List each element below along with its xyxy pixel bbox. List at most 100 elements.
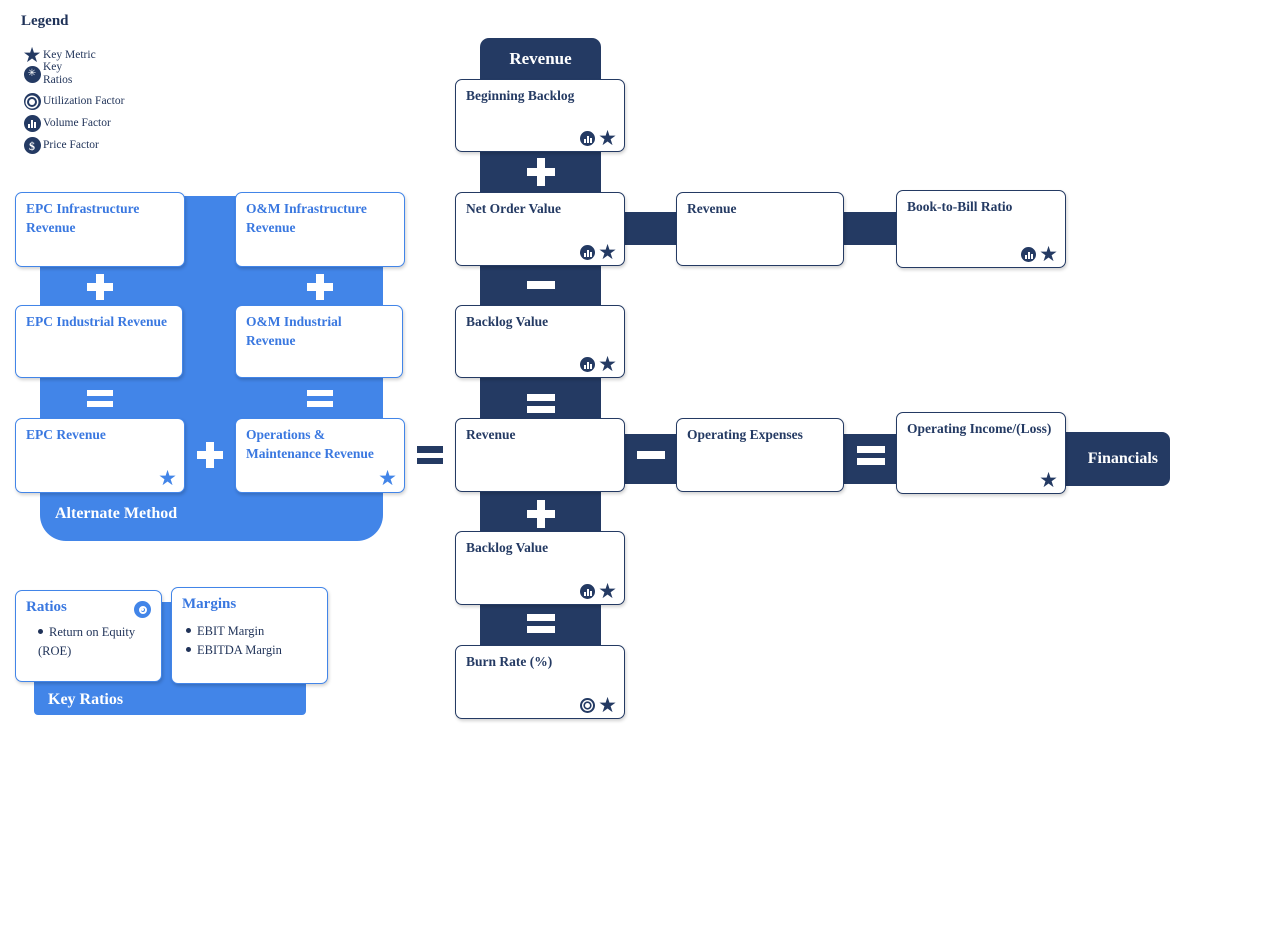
box-label: O&M Infrastructure Revenue xyxy=(246,201,367,235)
utilization-icon xyxy=(21,93,43,110)
card-ratios[interactable]: Ratios Return on Equity (ROE) xyxy=(15,590,162,682)
box-label: Backlog Value xyxy=(466,540,549,555)
list-item: Return on Equity (ROE) xyxy=(38,625,136,658)
box-epc-infrastructure-revenue[interactable]: EPC Infrastructure Revenue xyxy=(15,192,185,267)
legend-item-label: Price Factor xyxy=(43,139,99,151)
key-ratios-label: Key Ratios xyxy=(48,691,124,708)
box-label: O&M Industrial Revenue xyxy=(246,314,342,348)
operator-equals-backlog-revenue xyxy=(527,394,555,413)
box-label: Revenue xyxy=(687,201,737,216)
box-icons: ★ xyxy=(580,695,617,716)
revenue-column-header: Revenue xyxy=(509,49,572,68)
volume-icon xyxy=(1021,247,1037,262)
box-om-infrastructure-revenue[interactable]: O&M Infrastructure Revenue xyxy=(235,192,405,267)
box-epc-industrial-revenue[interactable]: EPC Industrial Revenue xyxy=(15,305,183,378)
operator-equals-epc xyxy=(87,390,113,407)
box-label: EPC Infrastructure Revenue xyxy=(26,201,140,235)
volume-icon xyxy=(580,245,596,260)
utilization-icon xyxy=(580,698,596,713)
legend-item-label: Key Metric xyxy=(43,49,96,61)
list-item: EBIT Margin xyxy=(186,622,321,641)
box-label: Revenue xyxy=(466,427,516,442)
star-icon: ★ xyxy=(598,352,617,376)
box-icons: ★ xyxy=(1039,470,1058,491)
box-label: Backlog Value xyxy=(466,314,549,329)
box-label: EPC Revenue xyxy=(26,427,106,442)
legend-item-label: Volume Factor xyxy=(43,117,111,129)
legend-item-label: Utilization Factor xyxy=(43,95,125,107)
gear-icon xyxy=(134,601,151,618)
box-om-industrial-revenue[interactable]: O&M Industrial Revenue xyxy=(235,305,403,378)
volume-icon xyxy=(580,131,596,146)
star-icon: ★ xyxy=(1039,242,1058,266)
star-icon: ★ xyxy=(22,43,42,67)
box-revenue-booktobill[interactable]: Revenue xyxy=(676,192,844,266)
star-icon: ★ xyxy=(598,579,617,603)
box-icons: ★ xyxy=(580,581,617,602)
margins-list: EBIT Margin EBITDA Margin xyxy=(186,622,321,660)
star-icon: ★ xyxy=(598,240,617,264)
box-backlog-value-1[interactable]: Backlog Value ★ xyxy=(455,305,625,378)
operator-plus-revenue-backlog xyxy=(527,500,555,528)
volume-icon xyxy=(580,357,596,372)
card-margins[interactable]: Margins EBIT Margin EBITDA Margin xyxy=(171,587,328,684)
box-icons: ★ xyxy=(580,242,617,263)
box-label: Operations & Maintenance Revenue xyxy=(246,427,374,461)
box-label: Operating Income/(Loss) xyxy=(907,421,1052,436)
box-operating-income[interactable]: Operating Income/(Loss) ★ xyxy=(896,412,1066,494)
operator-plus-alt-total xyxy=(197,442,223,468)
volume-icon xyxy=(21,115,43,132)
operator-equals-backlog-burnrate xyxy=(527,614,555,633)
operator-plus-epc xyxy=(87,274,113,300)
operator-plus-booktobill xyxy=(640,218,662,240)
legend-item-utilization: Utilization Factor xyxy=(21,93,124,110)
box-backlog-value-2[interactable]: Backlog Value ★ xyxy=(455,531,625,605)
operator-equals-om xyxy=(307,390,333,407)
operator-minus-opex xyxy=(637,451,665,459)
box-icons: ★ xyxy=(378,468,397,489)
legend-item-key-metric: ★ Key Metric xyxy=(21,45,96,66)
price-icon: $ xyxy=(21,137,43,154)
box-icons: ★ xyxy=(580,354,617,375)
box-epc-revenue[interactable]: EPC Revenue ★ xyxy=(15,418,185,493)
box-label: Beginning Backlog xyxy=(466,88,575,103)
box-icons: ★ xyxy=(1021,244,1058,265)
star-icon: ★ xyxy=(1039,468,1058,492)
ratios-list: Return on Equity (ROE) xyxy=(38,623,155,661)
box-operations-maintenance-revenue[interactable]: Operations & Maintenance Revenue ★ xyxy=(235,418,405,493)
box-label: Net Order Value xyxy=(466,201,561,216)
star-icon: ★ xyxy=(378,466,397,490)
gear-icon: ✳ xyxy=(21,65,43,83)
operator-minus-netorder-backlog xyxy=(527,281,555,289)
box-book-to-bill-ratio[interactable]: Book-to-Bill Ratio ★ xyxy=(896,190,1066,268)
legend-item-price: $ Price Factor xyxy=(21,137,99,154)
box-icons: ★ xyxy=(580,128,617,149)
legend-item-volume: Volume Factor xyxy=(21,115,111,132)
card-title: Ratios xyxy=(26,599,67,615)
box-burn-rate[interactable]: Burn Rate (%) ★ xyxy=(455,645,625,719)
operator-plus-om xyxy=(307,274,333,300)
operator-equals-operating-income xyxy=(857,446,885,465)
box-label: EPC Industrial Revenue xyxy=(26,314,168,329)
operator-equals-alt-to-revenue xyxy=(417,446,443,464)
star-icon: ★ xyxy=(598,693,617,717)
volume-icon xyxy=(580,584,596,599)
box-operating-expenses[interactable]: Operating Expenses xyxy=(676,418,844,492)
star-icon: ★ xyxy=(158,466,177,490)
connector-revenue-booktobill xyxy=(840,212,902,245)
operator-plus-backlog-netorder xyxy=(527,158,555,186)
legend-title: Legend xyxy=(21,13,69,29)
box-label: Operating Expenses xyxy=(687,427,803,442)
operator-equals-booktobill xyxy=(857,220,883,238)
alternate-method-label: Alternate Method xyxy=(55,505,178,522)
box-revenue-center[interactable]: Revenue xyxy=(455,418,625,492)
box-icons: ★ xyxy=(158,468,177,489)
box-beginning-backlog[interactable]: Beginning Backlog ★ xyxy=(455,79,625,152)
list-item: EBITDA Margin xyxy=(186,641,321,660)
box-label: Burn Rate (%) xyxy=(466,654,553,669)
card-title: Margins xyxy=(182,596,237,612)
box-net-order-value[interactable]: Net Order Value ★ xyxy=(455,192,625,266)
